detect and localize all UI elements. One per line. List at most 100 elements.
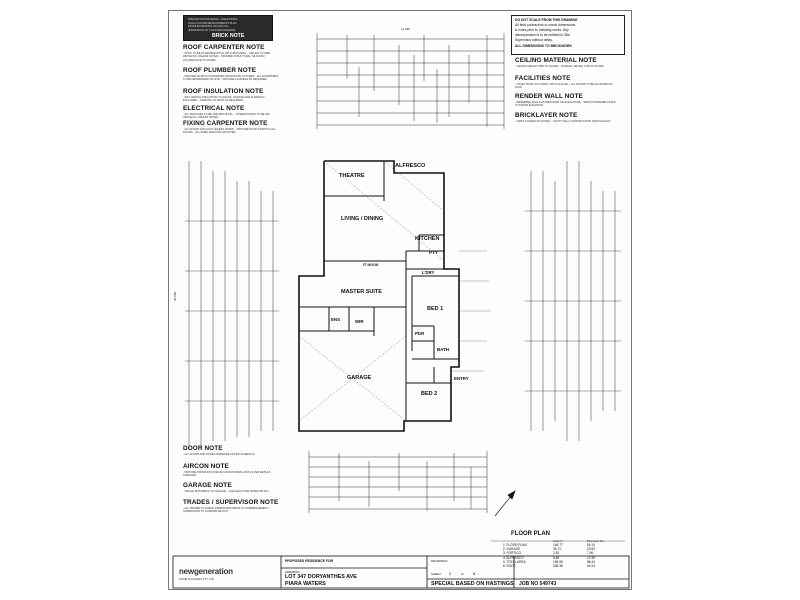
room-pty-label: PTY — [429, 250, 438, 255]
roof-carpenter-note-body: - ROOF TO BE 25 DEGREE PITCH WITH 450 EA… — [183, 52, 270, 62]
room-living-dining-label: LIVING / DINING — [341, 216, 384, 222]
drawings-label: DRAWINGS — [431, 559, 448, 563]
room-pdr-label: PDR — [415, 331, 425, 336]
room-ens-label: ENS — [331, 317, 341, 322]
schedule-cell-area: 236.38 — [553, 564, 563, 569]
room-ldry-label: L'DRY — [422, 270, 435, 275]
schedule-cell-perim: 23.92 — [587, 547, 595, 552]
disclaimer-line-3: & notes prior to initiating works. Any — [515, 28, 569, 32]
electrical-note-heading: ELECTRICAL NOTE — [183, 105, 245, 112]
disclaimer-line-5: Supervisor without delay. — [515, 38, 553, 42]
trades-supervisor-note-heading: TRADES / SUPERVISOR NOTE — [183, 499, 279, 506]
garage-note-heading: GARAGE NOTE — [183, 482, 232, 489]
banner-line-2: IN ALL FUTURE DEVELOPMENTS PLAN — [188, 21, 237, 25]
electrical-note-body: - ALL SWITCHES TO BE 1100 ABOVE FFL; - P… — [183, 113, 270, 120]
top-dimension-lines — [316, 33, 505, 129]
room-bath-label: BATH — [437, 347, 449, 352]
schedule-cell-area: 195.96 — [553, 559, 563, 564]
address-label: ADDRESS — [285, 570, 300, 574]
schedule-col-perim: Perimeter Lin — [587, 539, 604, 543]
schedule-cell-name: 6. ROOF — [503, 564, 516, 569]
trades-supervisor-note-body: - ALL TRADES TO CHECK DIMENSIONS PRIOR T… — [183, 507, 270, 514]
room-bed2-label: BED 2 — [421, 391, 438, 397]
room-theatre-label: THEATRE — [339, 173, 365, 179]
floor-plan-schedule-title: FLOOR PLAN — [511, 531, 550, 537]
room-garage-label: GARAGE — [347, 375, 372, 381]
schedule-cell-area: 2.83 — [553, 551, 560, 556]
door-note-body: - ALL DOORS AND DOOR HARDWARE AS PER SCH… — [183, 453, 256, 456]
schedule-cell-name: 3. PORTICO — [503, 551, 522, 556]
schedule-cell-perim: 66.10 — [587, 543, 595, 547]
disclaimer-line-2: All field contractors to check dimension… — [515, 23, 576, 27]
room-entry-label: ENTRY — [454, 376, 469, 381]
internal-walls — [299, 161, 459, 421]
schedule-cell-area: 35.70 — [553, 547, 561, 552]
schedule-cell-perim: 12.30 — [587, 555, 595, 560]
room-wir-label: WIR — [355, 319, 364, 324]
proposed-residence-label: PROPOSED RESIDENCE FOR — [285, 559, 334, 563]
facilities-note-body: - TOILET ROOF TO COMPLY WITH CLAUSE; - A… — [515, 83, 613, 90]
schedule-cell-name: 1. FLOOR PLAN — [503, 543, 527, 547]
title-block-frame — [172, 555, 630, 589]
facilities-note-heading: FACILITIES NOTE — [515, 75, 571, 82]
roof-plumber-note-body: - PROVIDE 90 DPVC DOWNPIPES FROM ROOF GU… — [183, 75, 279, 82]
schedule-col-area: Area m² — [553, 539, 563, 543]
roof-carpenter-note-heading: ROOF CARPENTER NOTE — [183, 44, 265, 51]
aircon-note-heading: AIRCON NOTE — [183, 463, 229, 470]
brand-subtitle: HOME BUILDERS PTY LTD — [179, 577, 215, 581]
sheet-total: 8 — [473, 571, 476, 576]
top-left-banner: SPECIFICATIONS DETAIL - ELEVATIONS IN AL… — [183, 15, 273, 41]
garage-note-body: - SINGLE SKIN BRICK TO GARAGE; - GARAGE … — [183, 490, 270, 493]
banner-line-1: SPECIFICATIONS DETAIL - ELEVATIONS — [188, 18, 238, 21]
schedule-cell-area: 8.66 — [553, 555, 560, 560]
slab-stepped-lines — [451, 250, 491, 372]
schedule-header: Area m² Perimeter Lin — [503, 539, 625, 543]
disclaimer-line-6: ALL DIMENSIONS TO BRICKWORK — [515, 44, 572, 48]
disclaimer-box: DO NOT SCALE FROM THIS DRAWING All field… — [511, 15, 625, 55]
sheet-of: of — [461, 571, 464, 576]
external-walls — [298, 160, 460, 432]
render-wall-note-heading: RENDER WALL NOTE — [515, 93, 583, 100]
drawing-sheet: SPECIFICATIONS DETAIL - ELEVATIONS IN AL… — [168, 10, 632, 590]
side-dimension-lines — [185, 161, 621, 449]
floor-plan-drawing — [172, 33, 630, 589]
room-master-suite-label: MASTER SUITE — [341, 289, 382, 295]
disclaimer-line-1: DO NOT SCALE FROM THIS DRAWING — [515, 18, 578, 22]
room-alfresco-label: ALFRESCO — [395, 163, 426, 169]
aircon-note-body: - PROVIDE PROVISION FOR AIR CONDITIONING… — [183, 471, 271, 478]
disclaimer-line-4: discrepancies is to be notified to Site — [515, 33, 571, 37]
render-wall-note-body: - RENDERED WALLS AS INDICATED ON ELEVATI… — [515, 101, 616, 108]
schedule-row: 3. PORTICO 2.83 7.96 — [503, 551, 625, 555]
room-it-nook-label: IT NOOK — [363, 263, 379, 267]
roof-insulation-note-heading: ROOF INSULATION NOTE — [183, 88, 264, 95]
brand-logo: newgeneration — [179, 567, 233, 576]
address-line-1: LOT 347 DORYANTHES AVE — [285, 574, 357, 580]
garage-roof-lines — [298, 160, 445, 422]
north-arrow — [494, 490, 516, 517]
roof-plumber-note-heading: ROOF PLUMBER NOTE — [183, 67, 257, 74]
banner-line-3: DETAILED BRANDS ON CIVIL ALL — [188, 25, 229, 28]
banner-line-4: (EXPANSION OF COLOURS DOMAINS) — [188, 28, 236, 32]
fixing-carpenter-note-body: - ALL DOORS 2040 HIGH UNLESS NOTED; - PR… — [183, 128, 276, 135]
schedule-cell-name: 2. GARAGE — [503, 547, 521, 552]
bricklayer-note-heading: BRICKLAYER NOTE — [515, 112, 578, 119]
door-note-heading: DOOR NOTE — [183, 445, 223, 452]
schedule-cell-perim: 86.44 — [587, 559, 595, 564]
room-kitchen-label: KITCHEN — [415, 236, 440, 242]
sheet-number: 2 — [449, 571, 452, 576]
fixing-carpenter-note-heading: FIXING CARPENTER NOTE — [183, 120, 268, 127]
schedule-row: 2. GARAGE 35.70 23.92 — [503, 547, 625, 551]
schedule-cell-perim: 7.96 — [587, 551, 594, 556]
bricklayer-note-body: - FIRST COURSE AS NOTED; - CAVITY WALL C… — [515, 120, 611, 123]
job-number: JOB NO 549743 — [519, 581, 557, 587]
sheet-label: SHEET — [431, 572, 442, 576]
special-based-on: SPECIAL BASED ON HASTINGS — [431, 581, 514, 587]
ceiling-material-note-heading: CEILING MATERIAL NOTE — [515, 57, 597, 64]
ceiling-material-note-body: - CEILING HEIGHT 2580 TO HOUSE; - GARAGE… — [515, 65, 605, 68]
bottom-dimension-lines — [308, 451, 488, 513]
overall-width-dimension: 11,390 — [401, 27, 410, 31]
